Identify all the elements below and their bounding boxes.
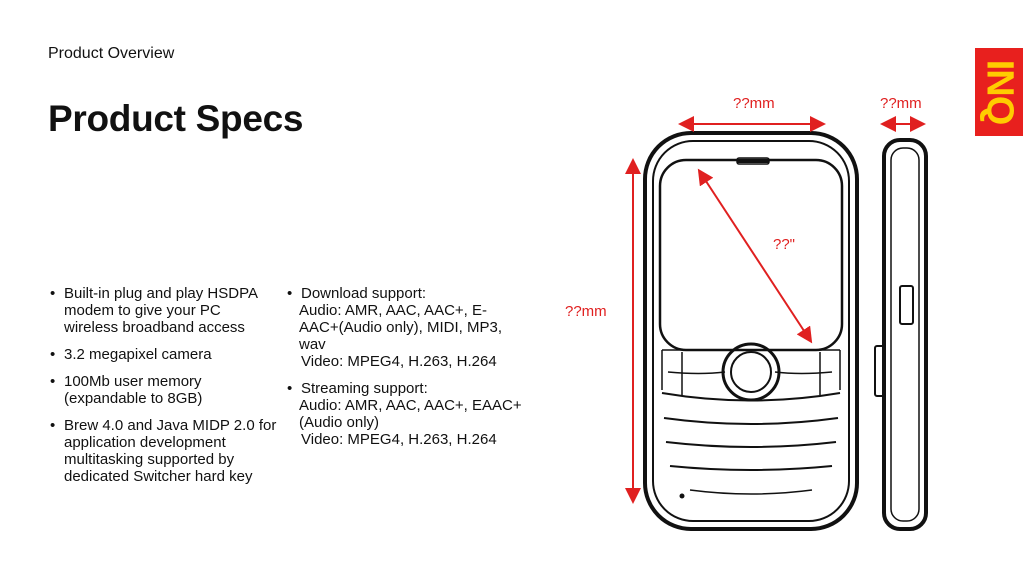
list-item-download: Download support: Audio: AMR, AAC, AAC+,… (285, 285, 525, 370)
list-item: 3.2 megapixel camera (48, 346, 278, 363)
phone-front (643, 131, 859, 531)
inq-logo: INQ (975, 48, 1023, 136)
page-title: Product Specs (48, 98, 304, 139)
list-item: Built-in plug and play HSDPA modem to gi… (48, 285, 278, 336)
screen-size-label: ??" (773, 236, 796, 253)
list-item-streaming: Streaming support: Audio: AMR, AAC, AAC+… (285, 380, 525, 448)
specs-list-right: Download support: Audio: AMR, AAC, AAC+,… (285, 285, 525, 458)
download-video: Video: MPEG4, H.263, H.264 (301, 353, 497, 370)
download-audio: Audio: AMR, AAC, AAC+, E-AAC+(Audio only… (299, 302, 502, 353)
list-item: Brew 4.0 and Java MIDP 2.0 for applicati… (48, 417, 278, 485)
download-heading: Download support: (301, 285, 427, 302)
specs-list-left: Built-in plug and play HSDPA modem to gi… (48, 285, 278, 495)
streaming-heading: Streaming support: (301, 380, 428, 397)
height-label: ??mm (565, 303, 607, 320)
list-item: 100Mb user memory (expandable to 8GB) (48, 373, 278, 407)
width-label: ??mm (733, 95, 775, 112)
depth-label: ??mm (880, 95, 922, 112)
section-label: Product Overview (48, 45, 175, 62)
streaming-audio: Audio: AMR, AAC, AAC+, EAAC+(Audio only) (299, 397, 522, 431)
streaming-video: Video: MPEG4, H.263, H.264 (301, 431, 497, 448)
dimension-arrows (625, 116, 926, 504)
phone-side (874, 138, 928, 531)
